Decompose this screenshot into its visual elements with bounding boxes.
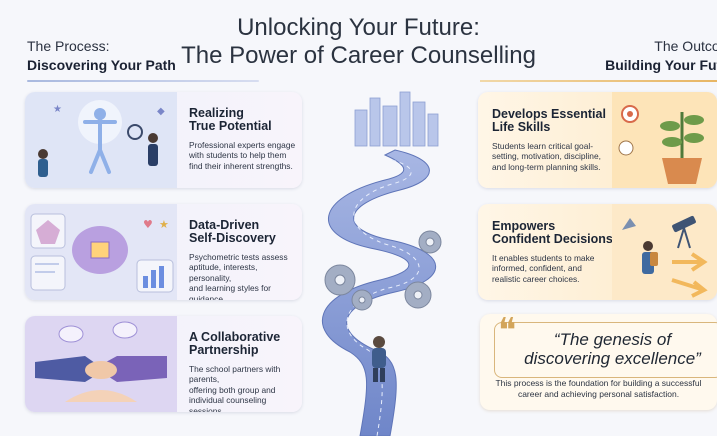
card-title-line: A Collaborative xyxy=(189,330,281,344)
title-line-2: The Power of Career Counselling xyxy=(181,42,536,69)
person-with-magnifier-icon: ★ ◆ xyxy=(25,92,177,188)
svg-text:★: ★ xyxy=(53,104,62,115)
process-divider xyxy=(27,80,259,82)
process-heading: Discovering Your Path xyxy=(27,57,176,73)
gear-icon xyxy=(324,230,442,311)
card-title-line: Life Skills xyxy=(492,120,551,134)
card-title: A Collaborative Partnership xyxy=(189,331,299,357)
card-description-line: with students to help them xyxy=(189,150,287,161)
city-skyline-icon xyxy=(354,91,439,147)
card-description-line: and long-term planning skills. xyxy=(492,161,601,172)
card-data-driven: ♥ ★ Data-Driven Self-Discovery Psychomet… xyxy=(25,204,302,300)
card-title-line: Realizing xyxy=(189,106,244,120)
quote-card: ❝ “The genesis of discovering excellence… xyxy=(480,314,717,410)
card-description-line: individual counseling sessions. xyxy=(189,395,267,412)
card-description-line: offering both group and xyxy=(189,384,276,395)
card-title-line: Data-Driven xyxy=(189,218,260,232)
card-description: Students learn critical goal- setting, m… xyxy=(492,141,620,172)
card-title: Data-Driven Self-Discovery xyxy=(189,219,299,245)
card-description-line: informed, confident, and xyxy=(492,263,582,274)
card-confident-decisions: Empowers Confident Decisions It enables … xyxy=(478,204,717,300)
career-road-illustration xyxy=(321,91,442,436)
page-title: Unlocking Your Future: The Power of Care… xyxy=(0,14,717,70)
card-description-line: setting, motivation, discipline, xyxy=(492,151,601,162)
card-title-line: Partnership xyxy=(189,343,259,357)
card-description-line: Psychometric tests assess xyxy=(189,252,288,262)
process-section-header: The Process: Discovering Your Path xyxy=(27,38,259,82)
quote-caption-line: This process is the foundation for build… xyxy=(495,378,702,388)
outcome-divider xyxy=(480,80,717,82)
svg-text:★: ★ xyxy=(159,218,169,231)
card-description: Professional experts engage with student… xyxy=(189,140,299,171)
quote-line: discovering excellence” xyxy=(524,349,701,368)
outcome-label: The Outcome: xyxy=(654,38,717,54)
outcome-section-header: The Outcome: Building Your Future xyxy=(480,38,717,82)
card-title-line: True Potential xyxy=(189,119,272,133)
student-figure-icon xyxy=(372,336,386,382)
card-description-line: aptitude, interests, personality, xyxy=(189,262,258,283)
card-title-line: Self-Discovery xyxy=(189,231,276,245)
card-life-skills: Develops Essential Life Skills Students … xyxy=(478,92,717,188)
outcome-heading: Building Your Future xyxy=(605,57,717,73)
quote-text: “The genesis of discovering excellence” xyxy=(494,330,717,368)
card-title: Realizing True Potential xyxy=(189,107,299,133)
card-description-line: realistic career choices. xyxy=(492,273,580,284)
card-description: The school partners with parents, offeri… xyxy=(189,364,299,412)
quote-frame xyxy=(494,322,717,378)
card-description: It enables students to make informed, co… xyxy=(492,253,620,284)
card-description-line: and learning styles for guidance. xyxy=(189,283,271,300)
telescope-hiker-icon xyxy=(612,204,717,300)
quote-caption: This process is the foundation for build… xyxy=(480,378,717,400)
card-title: Empowers Confident Decisions xyxy=(492,220,620,246)
card-description: Psychometric tests assess aptitude, inte… xyxy=(189,252,299,300)
card-description-line: It enables students to make xyxy=(492,253,595,263)
quote-caption-line: career and achieving personal satisfacti… xyxy=(517,389,680,399)
process-label: The Process: xyxy=(27,38,110,54)
handshake-icon xyxy=(25,316,177,412)
card-title-line: Confident Decisions xyxy=(492,232,613,246)
card-title: Develops Essential Life Skills xyxy=(492,108,620,134)
svg-text:◆: ◆ xyxy=(157,106,165,117)
card-description-line: The school partners with parents, xyxy=(189,364,281,385)
card-title-line: Develops Essential xyxy=(492,107,606,121)
open-quote-icon: ❝ xyxy=(498,311,517,351)
title-line-1: Unlocking Your Future: xyxy=(237,14,480,41)
brain-chip-icon: ♥ ★ xyxy=(25,204,177,300)
card-collaborative-partnership: A Collaborative Partnership The school p… xyxy=(25,316,302,412)
growing-plant-icon xyxy=(612,92,717,188)
quote-line: “The genesis of xyxy=(553,330,672,349)
card-description-line: Professional experts engage xyxy=(189,140,296,150)
card-realizing-potential: ★ ◆ Realizing True Potential Professiona… xyxy=(25,92,302,188)
card-description-line: find their inherent strengths. xyxy=(189,160,293,171)
card-description-line: Students learn critical goal- xyxy=(492,141,594,151)
card-title-line: Empowers xyxy=(492,219,556,233)
svg-text:♥: ♥ xyxy=(143,218,153,231)
